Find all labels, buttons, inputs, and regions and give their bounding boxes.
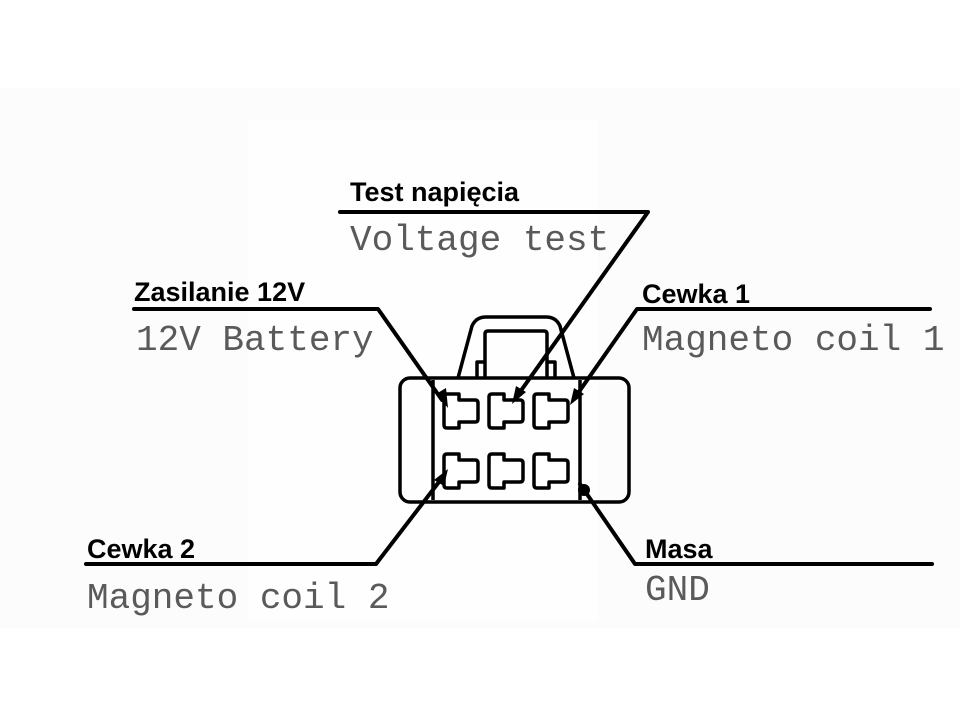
pin-bottom-right	[532, 452, 570, 490]
connector-latch-window	[483, 329, 549, 378]
connector-latch-step-right	[547, 360, 557, 378]
label-magneto-coil-1-en: Magneto coil 1	[642, 320, 944, 361]
connector-body	[398, 376, 631, 504]
wire-voltage-test	[338, 210, 650, 394]
pin-top-middle	[487, 392, 525, 430]
label-battery-12v: Zasilanie 12V 12V Battery	[134, 277, 374, 361]
label-magneto-coil-2: Cewka 2 Magneto coil 2	[87, 534, 389, 619]
pin-bottom-middle	[487, 452, 525, 490]
connector	[398, 315, 631, 504]
label-magneto-coil-1: Cewka 1 Magneto coil 1	[642, 279, 944, 361]
label-magneto-coil-2-en: Magneto coil 2	[87, 578, 389, 619]
pin-top-right	[532, 392, 570, 430]
label-voltage-test-en: Voltage test	[350, 220, 609, 261]
connector-latch-step-left	[475, 360, 485, 378]
wire-magneto-coil-1	[574, 307, 932, 398]
label-magneto-coil-2-pl: Cewka 2	[87, 534, 195, 564]
pin-top-left	[442, 392, 480, 430]
label-voltage-test-pl: Test napięcia	[350, 177, 520, 207]
label-ground-pl: Masa	[645, 534, 714, 564]
dot-ground	[578, 484, 590, 496]
label-battery-12v-en: 12V Battery	[136, 320, 374, 361]
wire-battery-12v	[132, 307, 444, 402]
label-ground-en: GND	[645, 570, 710, 611]
arrow-battery-12v	[436, 388, 448, 408]
wire-magneto-coil-2	[84, 476, 444, 566]
connector-latch	[456, 315, 576, 379]
arrow-magneto-coil-1	[570, 388, 584, 405]
wire-ground	[578, 482, 934, 566]
wires	[84, 210, 934, 566]
arrow-voltage-test	[512, 386, 526, 404]
label-ground: Masa GND	[645, 534, 714, 611]
label-voltage-test: Test napięcia Voltage test	[350, 177, 609, 261]
arrow-magneto-coil-2	[434, 469, 448, 486]
label-magneto-coil-1-pl: Cewka 1	[642, 279, 750, 309]
label-battery-12v-pl: Zasilanie 12V	[134, 277, 305, 307]
pin-bottom-left	[442, 452, 480, 490]
